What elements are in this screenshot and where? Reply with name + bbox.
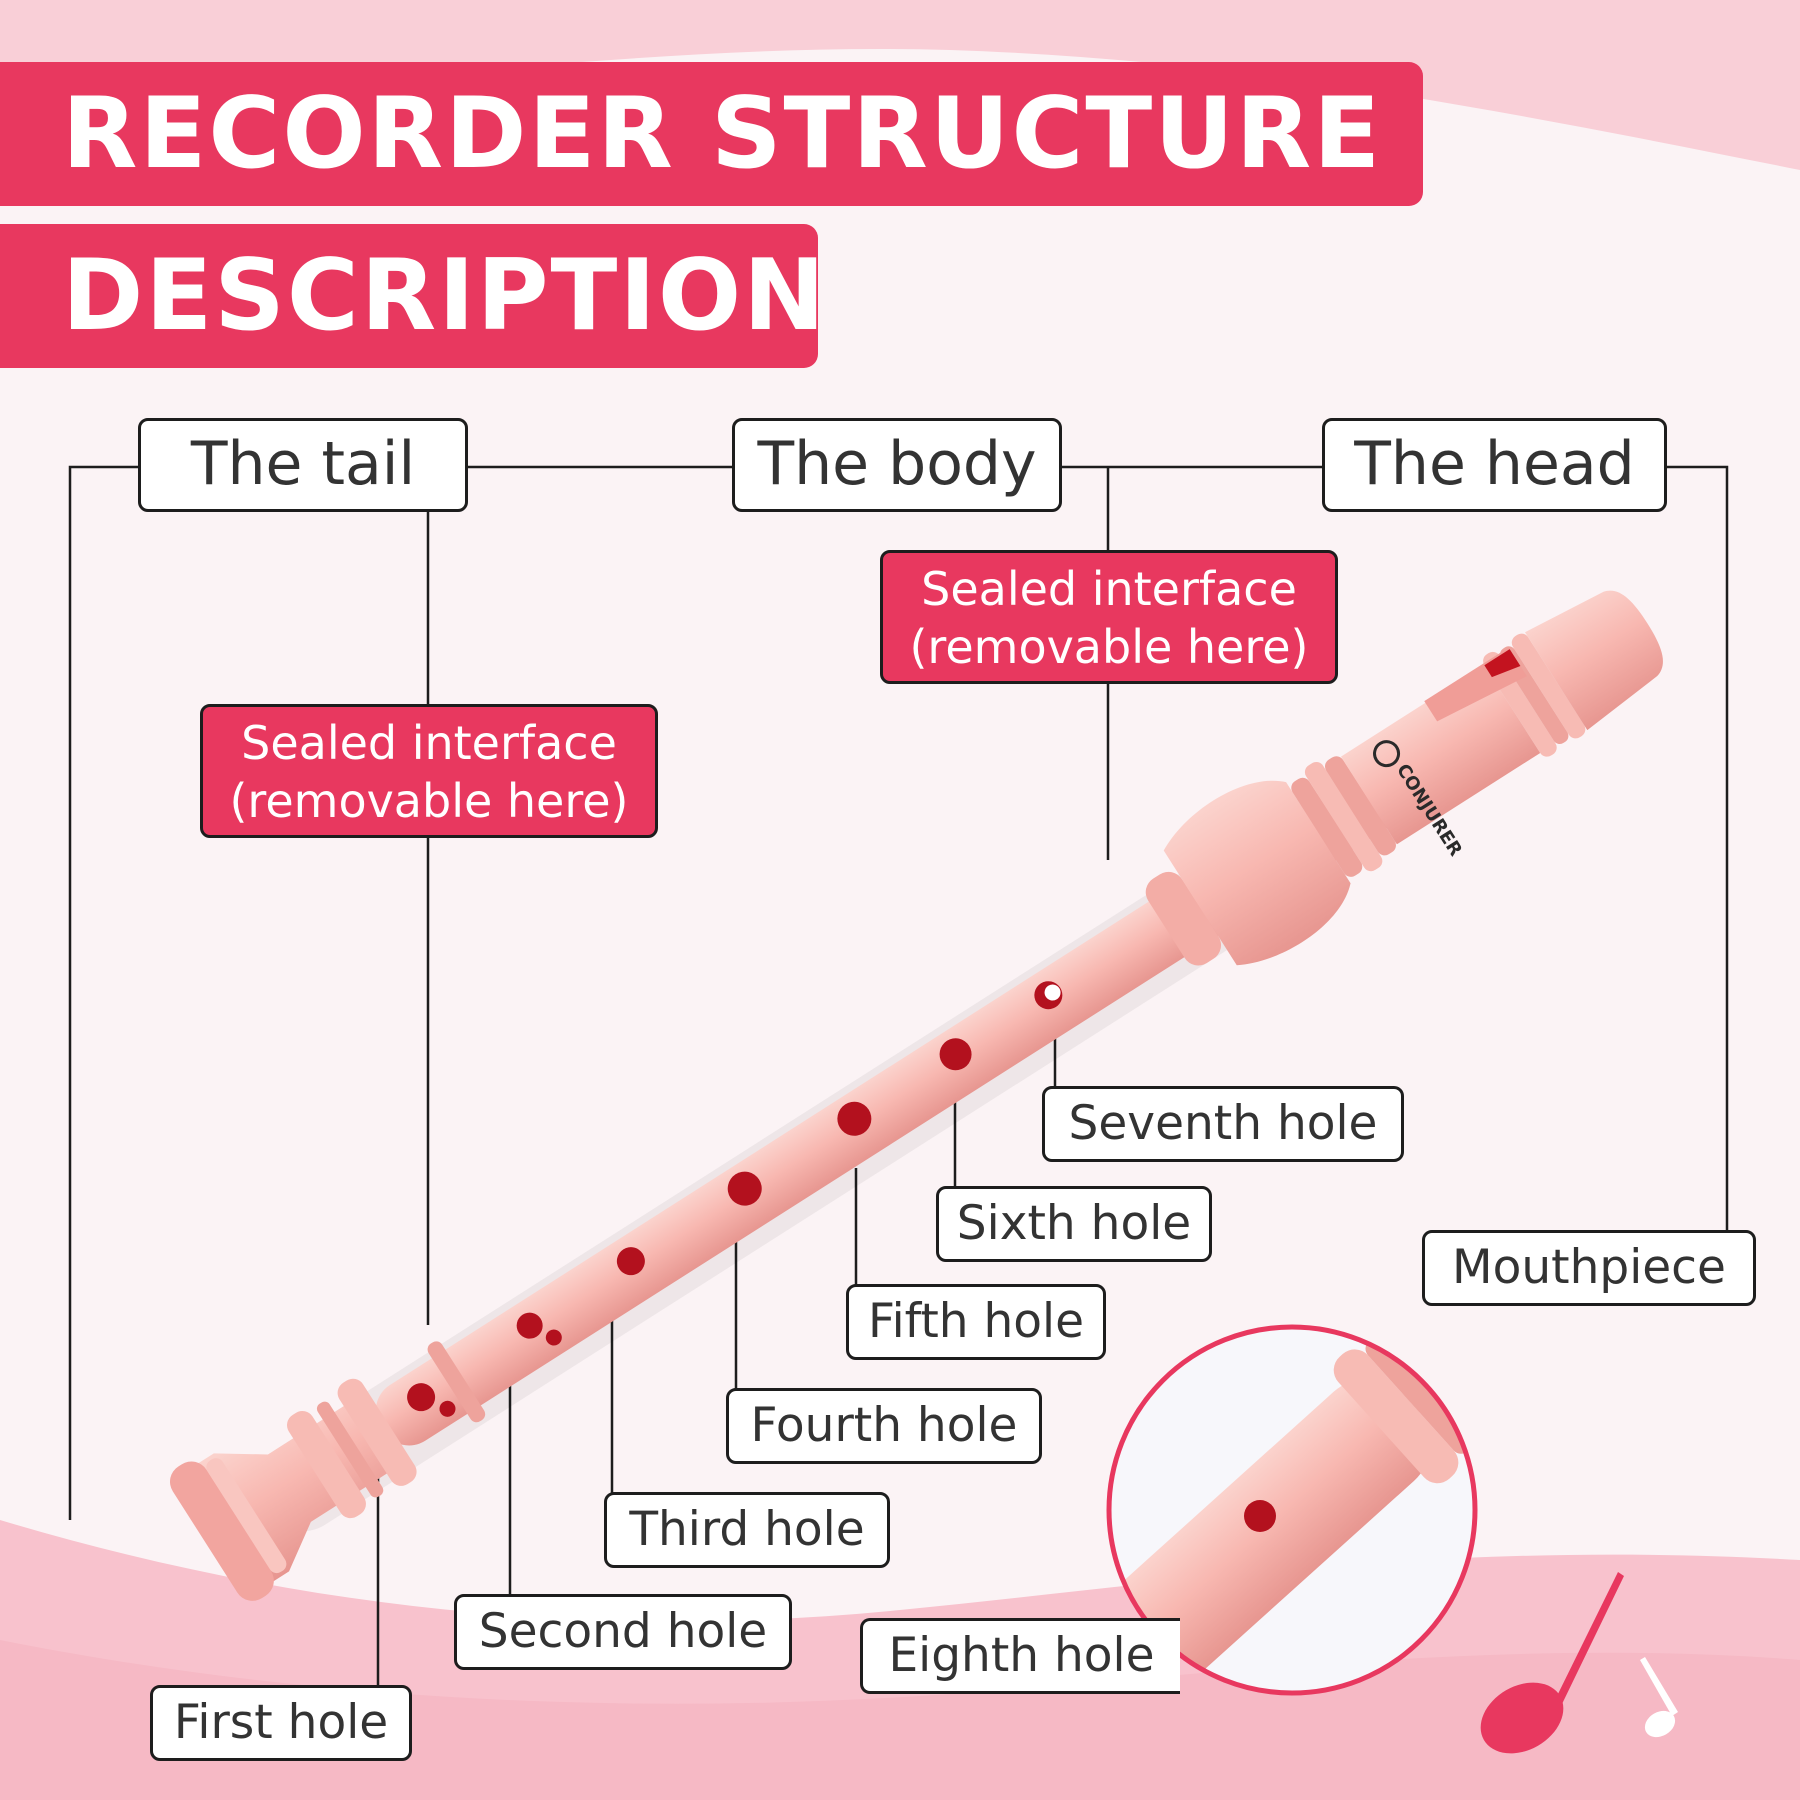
title-line-1: RECORDER STRUCTURE: [0, 62, 1423, 206]
title-line-2: DESCRIPTION: [0, 224, 825, 368]
fourth-hole-mark: [727, 1171, 762, 1206]
first-hole-mark: [407, 1383, 436, 1412]
recorder-illustration: CONJURER: [169, 590, 1663, 1601]
third-hole-label: Third hole: [604, 1492, 890, 1568]
fourth-hole-label: Fourth hole: [726, 1388, 1042, 1464]
head-mouthpiece-line: [1665, 465, 1729, 1235]
body-label: The body: [732, 418, 1062, 512]
right-interface-line1: Sealed interface: [921, 562, 1297, 616]
mouthpiece-label: Mouthpiece: [1422, 1230, 1756, 1306]
first-hole-label: First hole: [150, 1685, 412, 1761]
third-hole-mark: [616, 1247, 645, 1276]
music-note-icon: [1480, 1572, 1678, 1754]
seventh-hole-label: Seventh hole: [1042, 1086, 1404, 1162]
fifth-hole-label: Fifth hole: [846, 1284, 1106, 1360]
left-interface-line2: (removable here): [229, 774, 629, 828]
eighth-hole-label: Eighth hole: [860, 1618, 1180, 1694]
left-interface-line1: Sealed interface: [241, 716, 617, 770]
tail-bracket-line: [68, 465, 138, 1520]
fifth-hole-mark: [837, 1101, 872, 1136]
second-hole-mark: [516, 1312, 543, 1339]
tail-label: The tail: [138, 418, 468, 512]
second-hole-label: Second hole: [454, 1594, 792, 1670]
left-interface-callout: Sealed interface (removable here): [200, 704, 658, 838]
connector-lines: [68, 465, 1729, 1687]
sixth-hole-mark: [939, 1038, 972, 1071]
sixth-hole-label: Sixth hole: [936, 1186, 1212, 1262]
right-interface-line2: (removable here): [909, 620, 1309, 674]
right-interface-callout: Sealed interface (removable here): [880, 550, 1338, 684]
eighth-hole-mark: [1244, 1500, 1276, 1532]
head-label: The head: [1322, 418, 1667, 512]
